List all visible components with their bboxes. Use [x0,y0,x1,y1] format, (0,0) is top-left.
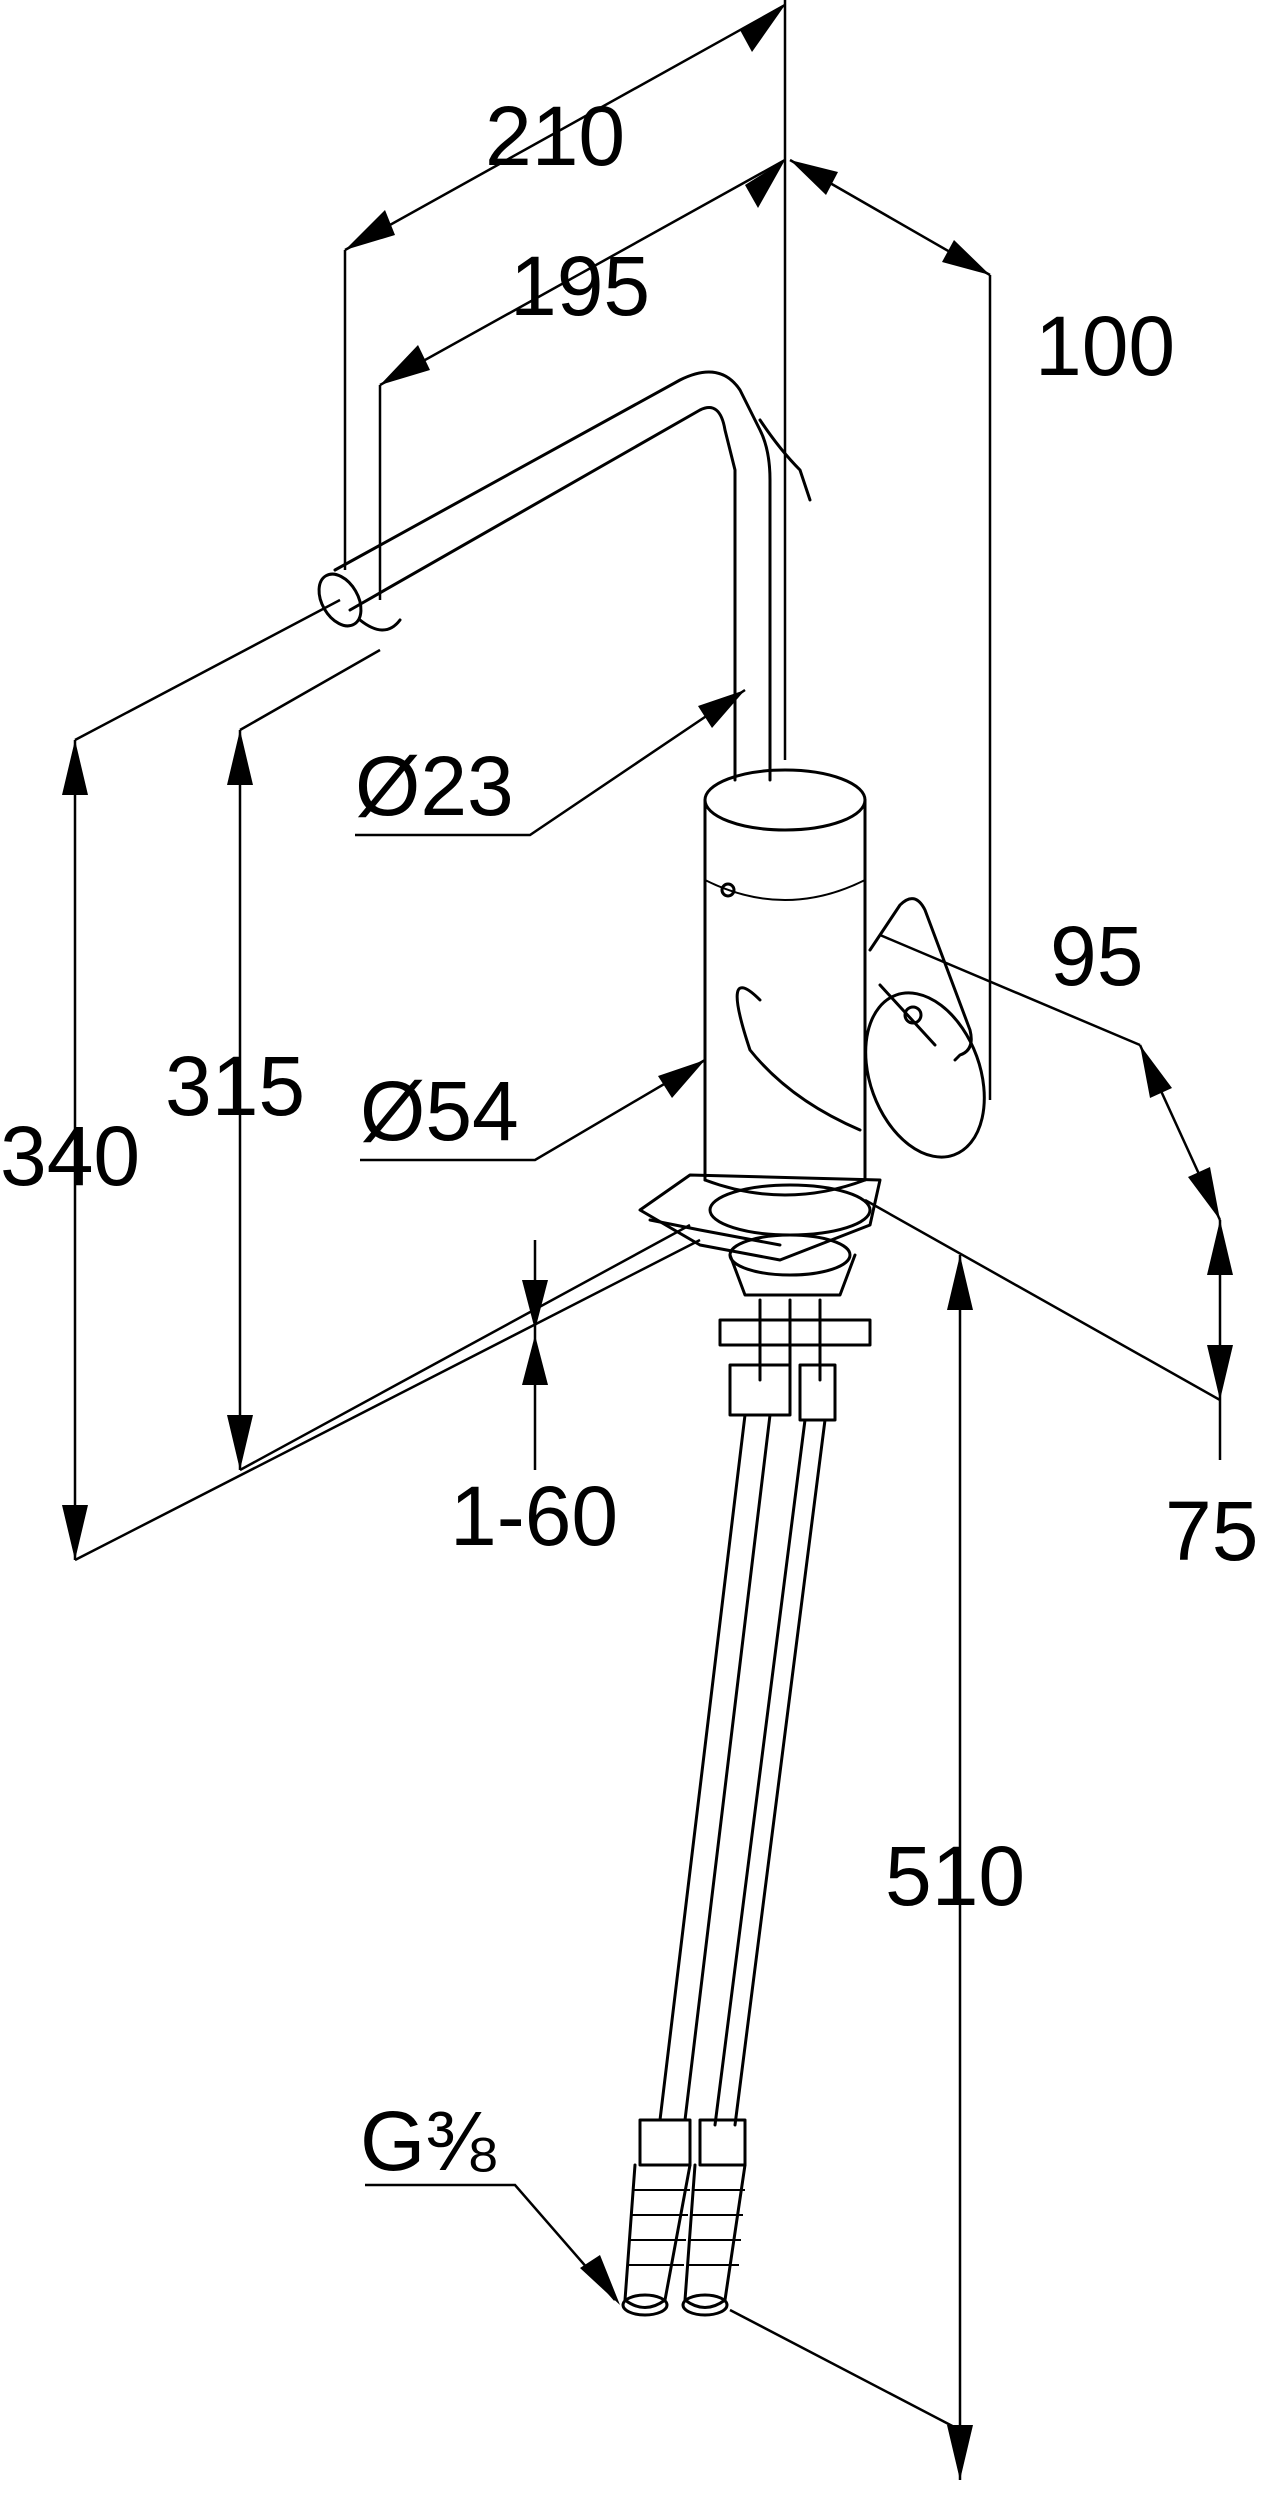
dim-315 [227,648,691,1472]
dim-deck-thickness [522,1240,548,1470]
label-100: 100 [1035,299,1175,393]
spout [317,370,812,782]
label-95: 95 [1050,909,1143,1003]
dim-510 [729,1255,973,2480]
label-210: 210 [485,89,625,183]
dim-spout-diameter [355,688,746,837]
faucet-body [703,768,867,1197]
dim-195 [378,158,786,600]
label-195: 195 [510,239,650,333]
mounting-assembly [718,1233,872,1422]
dim-thread [365,2183,620,2305]
label-thread: G⅜ [360,2094,496,2188]
dim-75 [864,1198,1233,1460]
label-340: 340 [0,1109,140,1203]
label-spout-diameter: Ø23 [355,739,514,833]
lever-handle [735,897,986,1159]
label-body-diameter: Ø54 [360,1064,519,1158]
label-315: 315 [165,1039,305,1133]
dim-95 [879,933,1222,1221]
supply-hoses [658,1413,827,2127]
dim-body-diameter [360,1058,706,1162]
label-510: 510 [885,1829,1025,1923]
hose-connectors [621,2118,747,2317]
dim-340 [62,598,701,1562]
dim-100 [789,158,992,1100]
label-deck-thickness: 1-60 [450,1469,618,1563]
dim-210 [343,0,787,760]
label-75: 75 [1165,1484,1258,1578]
